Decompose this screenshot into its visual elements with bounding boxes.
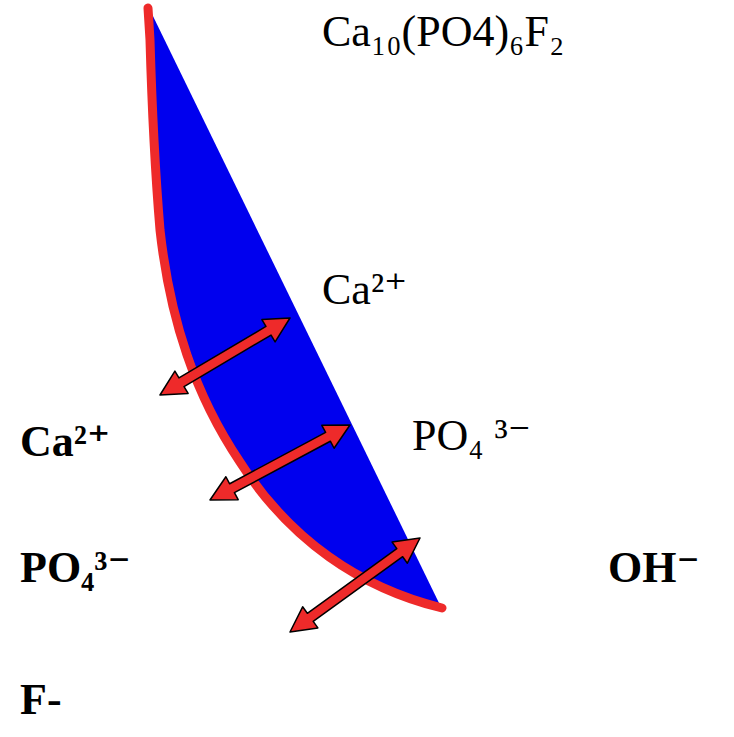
exchange-arrow [290, 538, 420, 632]
formula-label: Ca₁₀(PO4)₆F₂ [322, 8, 564, 56]
surface-layer [148, 8, 442, 608]
ion-label: PO₄ ³⁻ [412, 412, 531, 460]
exchange-arrow [160, 318, 290, 395]
ion-label: Ca²⁺ [20, 418, 110, 466]
ion-label: PO₄³⁻ [20, 544, 131, 592]
exchange-arrow [210, 425, 350, 500]
enamel-crystal [150, 10, 440, 605]
ion-label: OH⁻ [608, 544, 700, 592]
ion-label: Ca²⁺ [322, 266, 407, 314]
ion-label: F- [20, 676, 62, 724]
